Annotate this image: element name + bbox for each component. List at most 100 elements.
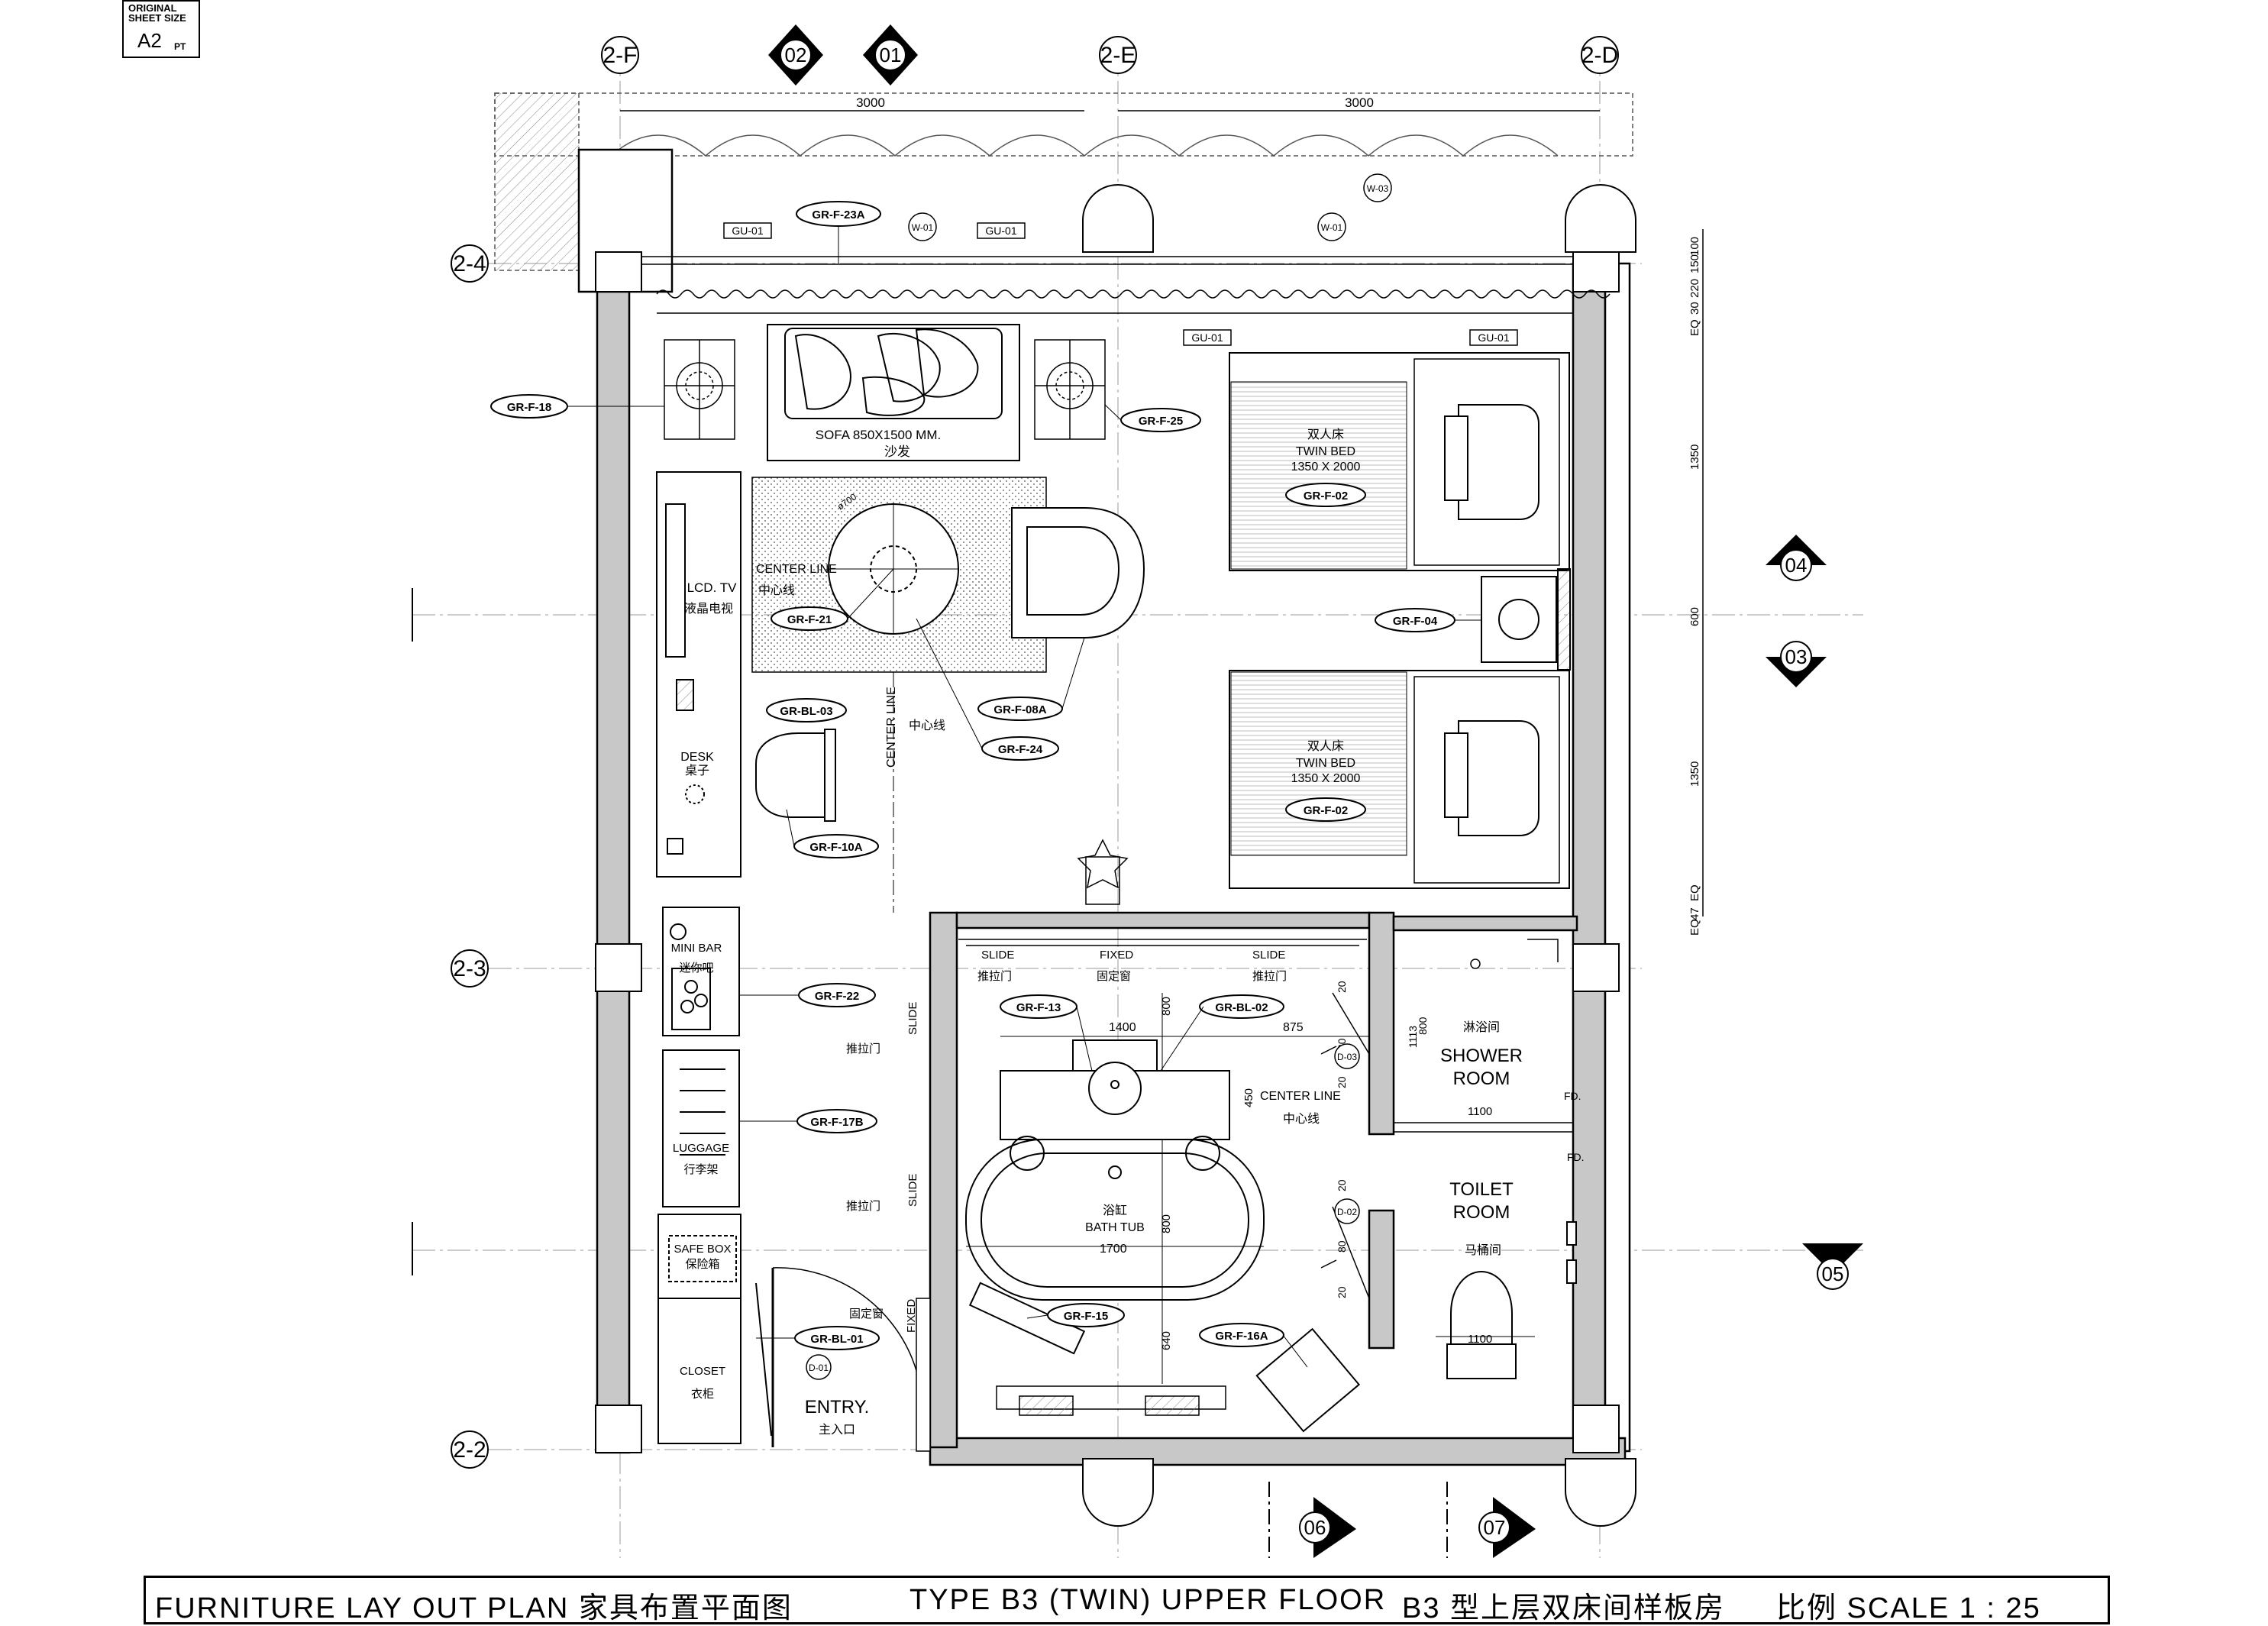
safe-label-cn: 保险箱 — [685, 1258, 719, 1271]
section-markers: 02 01 04 03 05 06 07 — [768, 24, 1863, 1558]
tag-gr-f-08a: GR-F-08A — [993, 703, 1046, 716]
glazing-top — [958, 939, 1367, 946]
toilet-label-2: ROOM — [1453, 1202, 1510, 1223]
dim-right-100: 100 — [1688, 237, 1701, 256]
end-table-left — [664, 339, 735, 440]
dim-right-600: 600 — [1688, 607, 1701, 626]
bed-1-size: 1350 X 2000 — [1291, 461, 1361, 474]
dim-right-eq-top: EQ — [1688, 319, 1701, 336]
tag-gr-f-04: GR-F-04 — [1393, 615, 1438, 628]
sheet-size: A2 — [137, 29, 162, 52]
tag-gr-f-15: GR-F-15 — [1064, 1310, 1108, 1323]
tag-gr-f-18: GR-F-18 — [507, 401, 551, 414]
tv-label: LCD. TV — [687, 580, 738, 595]
svg-text:06: 06 — [1304, 1516, 1326, 1539]
tag-gr-f-02-a: GR-F-02 — [1304, 490, 1348, 503]
sheet-line2: SHEET SIZE — [128, 12, 186, 24]
bed-2 — [1229, 670, 1570, 889]
tag-leaders — [567, 226, 1481, 1368]
minibar-label: MINI BAR — [671, 942, 722, 955]
dim-3000-left: 3000 — [856, 95, 885, 110]
minibar-label-cn: 迷你吧 — [679, 962, 713, 975]
center-line-bath: CENTER LINE — [1260, 1090, 1341, 1103]
svg-text:04: 04 — [1785, 554, 1808, 577]
plant — [1077, 839, 1129, 905]
slide-left-label: SLIDE — [981, 949, 1014, 962]
desk-chair — [755, 729, 836, 822]
entry-label-cn: 主入口 — [819, 1423, 855, 1437]
slide-v1-label: SLIDE — [906, 1002, 919, 1035]
tag-gr-f-17b: GR-F-17B — [810, 1116, 863, 1129]
grid-22: 2-2 — [453, 1437, 486, 1463]
tag-w03: W-03 — [1367, 183, 1389, 194]
center-line-bath-cn: 中心线 — [1283, 1112, 1320, 1126]
dim-right-eq-bottom: EQ — [1688, 919, 1701, 936]
tag-gr-bl-03: GR-BL-03 — [780, 705, 832, 718]
section-marker-06: 06 — [1299, 1497, 1356, 1558]
grid-bubbles: 2-F 2-E 2-D 2-4 2-3 2-2 — [451, 36, 1619, 1469]
tag-gr-f-25: GR-F-25 — [1139, 415, 1183, 428]
section-marker-01: 01 — [863, 24, 918, 86]
dim-right-eq-mid: EQ — [1688, 884, 1701, 901]
dim-450: 450 — [1242, 1088, 1255, 1107]
entry-label: ENTRY. — [805, 1397, 869, 1417]
toilet-label-1: TOILET — [1449, 1179, 1514, 1200]
tag-d01: D-01 — [809, 1363, 829, 1373]
tag-gu01-2: GU-01 — [985, 225, 1016, 237]
grid-23: 2-3 — [453, 956, 486, 981]
tag-gr-f-23a: GR-F-23A — [812, 209, 864, 221]
section-marker-05: 05 — [1802, 1243, 1863, 1290]
dim-20-a: 20 — [1336, 981, 1348, 993]
sofa-label-cn: 沙发 — [884, 444, 910, 459]
center-line-vertical: CENTER LINE — [885, 687, 898, 768]
tag-gr-bl-02: GR-BL-02 — [1215, 1001, 1268, 1014]
dim-right-30: 30 — [1688, 302, 1701, 315]
dim-1113: 1113 — [1407, 1026, 1419, 1048]
tag-gr-f-22: GR-F-22 — [815, 990, 859, 1003]
fixed-label: FIXED — [1100, 949, 1133, 962]
center-line-label-cn: 中心线 — [758, 583, 795, 597]
dim-right-220: 220 — [1688, 279, 1701, 298]
tub-label-cn: 浴缸 — [1103, 1203, 1127, 1217]
tag-gr-bl-01: GR-BL-01 — [810, 1333, 863, 1346]
grid-2e: 2-E — [1100, 43, 1136, 68]
dim-right-150: 150 — [1688, 254, 1701, 273]
bath-chair — [1255, 1327, 1361, 1433]
sheet-size-box: ORIGINAL SHEET SIZE A2 PT — [122, 0, 200, 58]
slide-v2-label-cn: 推拉门 — [846, 1200, 880, 1213]
tv-desk-unit — [656, 471, 741, 878]
grid-2f: 2-F — [603, 43, 638, 68]
right-dim-texts: EQ 30 220 150 100 1350 600 1350 EQ 47 EQ — [1688, 237, 1701, 936]
tag-gr-f-21: GR-F-21 — [787, 613, 832, 626]
svg-text:07: 07 — [1484, 1516, 1506, 1539]
dim-875: 875 — [1283, 1021, 1304, 1034]
center-line-label: CENTER LINE — [756, 563, 837, 576]
slide-right-label-cn: 推拉门 — [1252, 970, 1287, 983]
dim-20-d: 20 — [1336, 1286, 1348, 1298]
entry-door — [771, 1267, 931, 1452]
dim-right-47: 47 — [1688, 907, 1701, 920]
bed-1 — [1229, 352, 1570, 571]
nightstand — [1481, 568, 1571, 671]
shower-label-2: ROOM — [1453, 1068, 1510, 1089]
tag-gu01-4: GU-01 — [1478, 331, 1509, 344]
dim-right-1350-a: 1350 — [1688, 444, 1701, 470]
fixed-label-cn: 固定窗 — [1097, 969, 1131, 983]
drawing-type: TYPE B3 (TWIN) UPPER FLOOR — [909, 1584, 1387, 1616]
toilet-label-cn: 马桶间 — [1465, 1243, 1501, 1257]
curtain-window — [641, 256, 1611, 314]
furniture-tag-ellipses — [490, 201, 1455, 1350]
fixed-v-label-cn: 固定窗 — [849, 1307, 884, 1321]
tv-label-cn: 液晶电视 — [684, 602, 733, 616]
armchair — [1011, 507, 1145, 638]
section-marker-07: 07 — [1478, 1497, 1536, 1558]
bathtub — [965, 1136, 1265, 1301]
balcony-roof — [494, 92, 1633, 271]
tag-gr-f-16a: GR-F-16A — [1215, 1330, 1268, 1343]
closet-label: CLOSET — [680, 1365, 725, 1378]
dim-right-1350-b: 1350 — [1688, 761, 1701, 787]
dim-1400: 1400 — [1109, 1021, 1136, 1034]
center-line-vertical-cn: 中心线 — [909, 719, 945, 732]
drawing-title: FURNITURE LAY OUT PLAN 家具布置平面图 — [155, 1592, 793, 1624]
